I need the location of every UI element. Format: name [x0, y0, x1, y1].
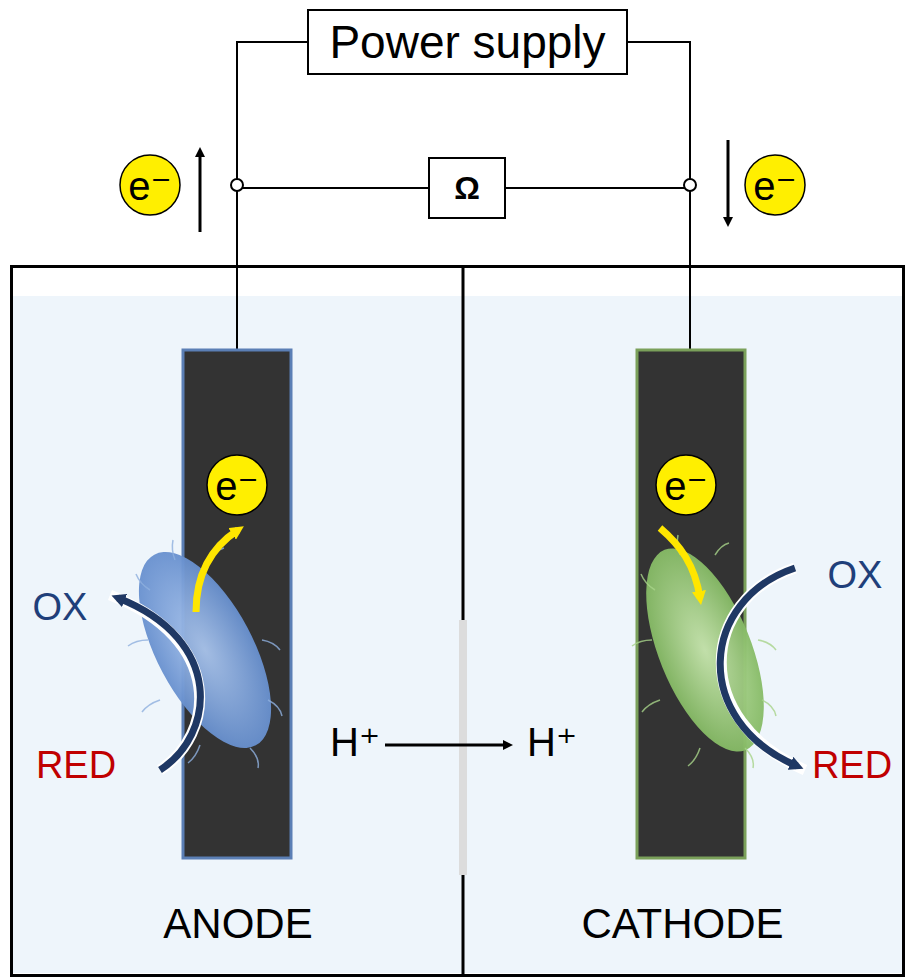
divider	[462, 265, 465, 620]
chamber-label: ANODE	[13, 900, 463, 948]
electrolyte	[12, 296, 903, 973]
electron-circle	[745, 155, 805, 215]
divider	[462, 875, 465, 975]
electron-label: e⁻	[664, 466, 707, 506]
electron-circle	[120, 155, 180, 215]
oxidized-label: OX	[33, 588, 88, 626]
electron-label: e⁻	[753, 166, 796, 206]
box-label: Power supply	[329, 15, 605, 69]
wire	[506, 188, 690, 265]
wire	[689, 265, 691, 350]
anode-electrode	[183, 350, 291, 858]
proton-label: H⁺	[330, 722, 380, 762]
reduced-label: RED	[36, 746, 116, 784]
electron-flow-arrow	[727, 140, 730, 222]
electron-circle	[656, 455, 716, 515]
box-label: Ω	[454, 170, 480, 207]
wire	[236, 265, 238, 350]
junction	[231, 179, 243, 191]
wire	[237, 42, 307, 265]
membrane	[459, 620, 467, 875]
redox-arrow	[118, 598, 200, 770]
redox-arrow-outline	[721, 568, 805, 770]
proton-label: H⁺	[527, 722, 577, 762]
resistor-symbol: Ω	[428, 157, 506, 219]
wire	[237, 188, 428, 265]
electron-transfer-arrow	[660, 528, 700, 598]
cathode-chamber: CATHODE	[463, 265, 905, 977]
junction	[684, 179, 696, 191]
power-supply-box: Power supply	[307, 9, 628, 75]
redox-arrow-outline	[110, 595, 200, 770]
cathode-bacterium	[622, 533, 788, 768]
oxidized-label: OX	[828, 556, 883, 594]
electron-transfer-arrow	[196, 530, 238, 612]
electron-flow-arrow	[199, 152, 202, 232]
redox-arrow	[720, 568, 797, 766]
chamber-label: CATHODE	[463, 900, 902, 948]
electron-circle	[207, 455, 267, 515]
proton-arrow	[385, 744, 508, 747]
reduced-label: RED	[812, 746, 892, 784]
electron-label: e⁻	[128, 166, 171, 206]
electron-label: e⁻	[215, 466, 258, 506]
wire	[628, 42, 690, 265]
